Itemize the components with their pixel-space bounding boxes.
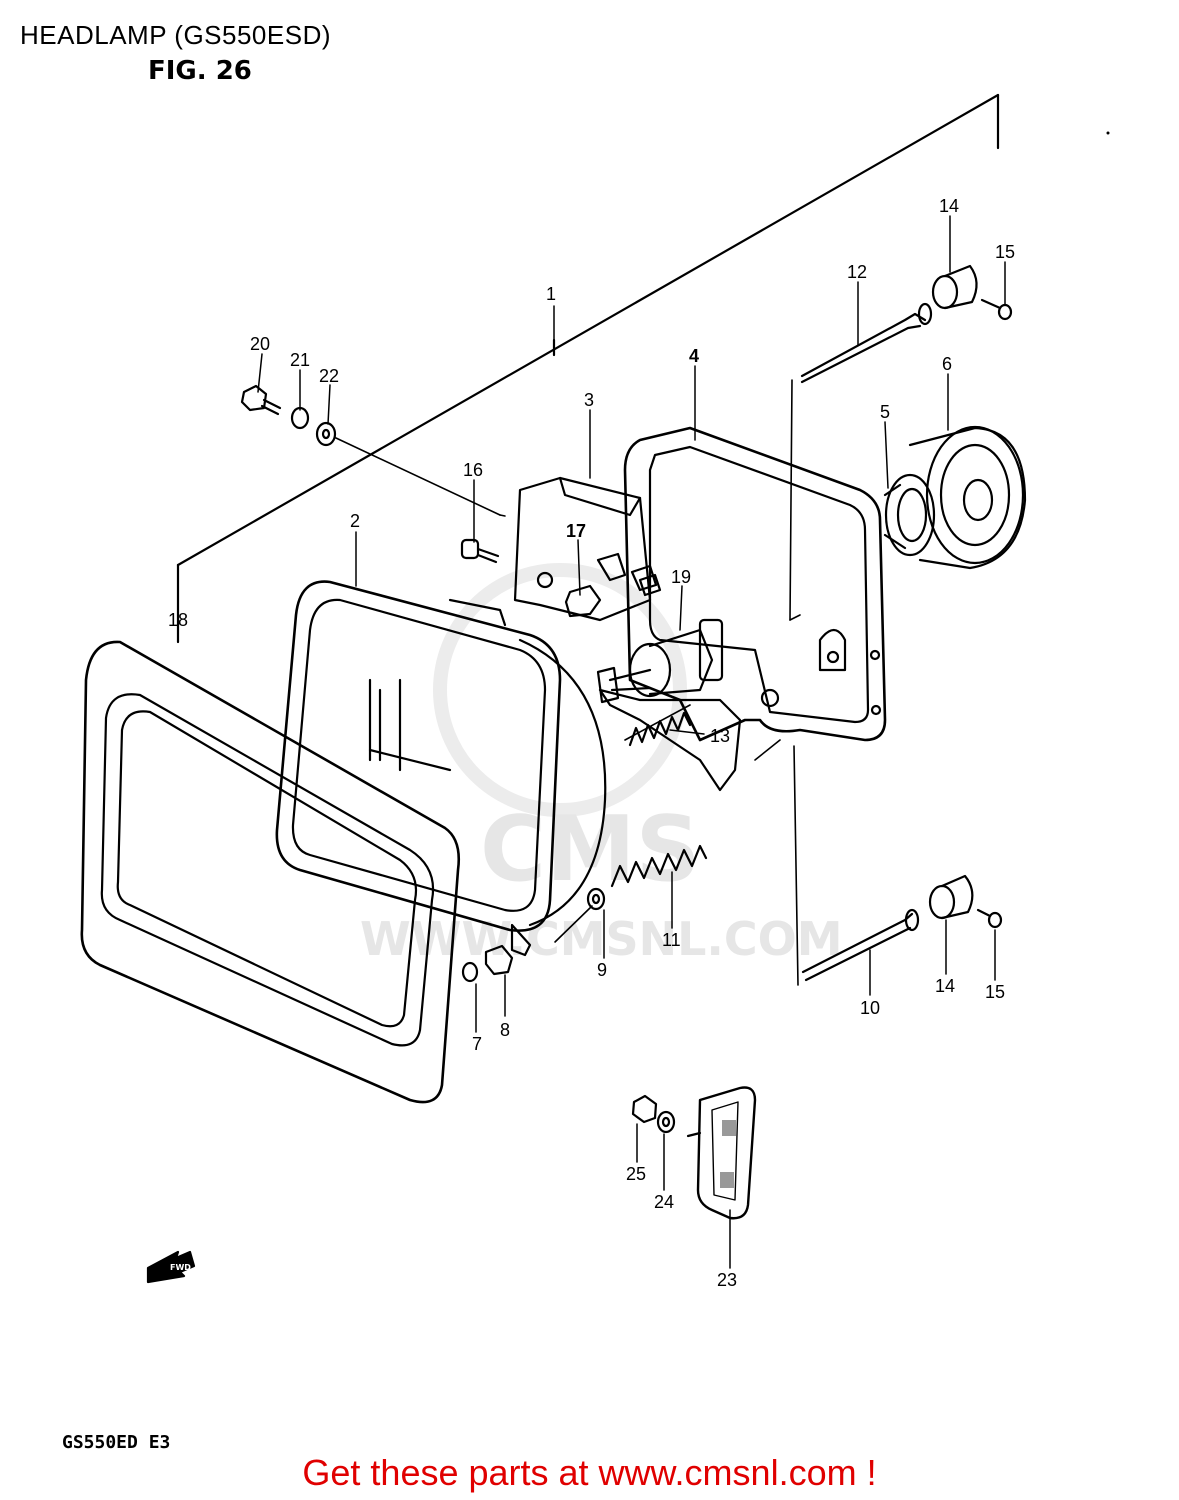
washer-24: [656, 1110, 676, 1134]
callout-22: 22: [319, 366, 339, 386]
callout-11: 11: [662, 930, 681, 950]
callout-2: 2: [350, 511, 360, 531]
callout-21: 21: [290, 350, 310, 370]
reflector-23: [686, 1086, 757, 1220]
sealed-beam-unit: [275, 580, 607, 957]
callout-15-upper: 15: [995, 242, 1015, 262]
bolt-20: [240, 384, 282, 416]
callout-13: 13: [710, 726, 730, 746]
watermark: CMS WWW.CMSNL.COM: [360, 563, 843, 966]
lock-washer-21: [290, 406, 310, 430]
fwd-arrow-icon: [146, 1250, 196, 1284]
promo-link[interactable]: Get these parts at www.cmsnl.com !: [302, 1452, 877, 1493]
alignment-lines: [335, 379, 801, 986]
leader-lines: [177, 215, 1006, 1269]
adjust-spring-lower: [610, 844, 708, 888]
assembly-bracket-line: [176, 93, 1000, 644]
page-title: HEADLAMP (GS550ESD): [20, 20, 332, 50]
callout-18: 18: [168, 610, 188, 630]
screw-15-lower: [976, 908, 1003, 929]
callout-10: 10: [860, 998, 880, 1018]
callout-9: 9: [597, 960, 607, 980]
adjusting-screw-12: [800, 302, 933, 384]
adjuster-knob-14-upper: [931, 264, 978, 310]
figure-number: FIG. 26: [148, 56, 252, 86]
callout-numbers: 1 2 3 4 5 6 7 8 9 10 11 12 13 14 14 15 1…: [168, 196, 1015, 1290]
model-code: GS550ED E3: [62, 1432, 171, 1453]
nut-25: [631, 1094, 658, 1124]
callout-25: 25: [626, 1164, 646, 1184]
adjust-spring-upper: [624, 704, 692, 747]
callout-16: 16: [463, 460, 483, 480]
headlamp-housing: [623, 426, 887, 742]
callout-4: 4: [689, 346, 699, 366]
callout-5: 5: [880, 402, 890, 422]
washer-9: [586, 887, 606, 911]
callout-14-upper: 14: [939, 196, 959, 216]
callout-19: 19: [671, 567, 691, 587]
callout-1: 1: [546, 284, 556, 304]
headlamp-bulb: [596, 573, 724, 704]
callout-24: 24: [654, 1192, 674, 1212]
fwd-label: FWD: [170, 1263, 191, 1272]
adjuster-knob-14-lower: [928, 874, 974, 920]
exploded-diagram: CMS WWW.CMSNL.COM: [80, 93, 1110, 1290]
callout-8: 8: [500, 1020, 510, 1040]
watermark-site: WWW.CMSNL.COM: [360, 912, 843, 966]
adjusting-screw-10: [801, 908, 920, 982]
callout-15-lower: 15: [985, 982, 1005, 1002]
nut-7: [461, 961, 479, 983]
cover-6: [908, 425, 1027, 570]
screw-15-upper: [980, 298, 1013, 321]
screw-16: [460, 538, 500, 564]
socket-5: [883, 473, 936, 557]
callout-23: 23: [717, 1270, 737, 1290]
callout-3: 3: [584, 390, 594, 410]
stray-dot: [1106, 131, 1110, 135]
callout-7: 7: [472, 1034, 482, 1054]
callout-17: 17: [566, 521, 586, 541]
callout-14-lower: 14: [935, 976, 955, 996]
cushion-8: [484, 944, 514, 976]
washer-22: [315, 421, 337, 447]
nut-17: [564, 552, 658, 618]
callout-20: 20: [250, 334, 270, 354]
headlamp-rim: [80, 640, 460, 1104]
watermark-logo: CMS: [480, 797, 700, 902]
callout-12: 12: [847, 262, 867, 282]
callout-6: 6: [942, 354, 952, 374]
